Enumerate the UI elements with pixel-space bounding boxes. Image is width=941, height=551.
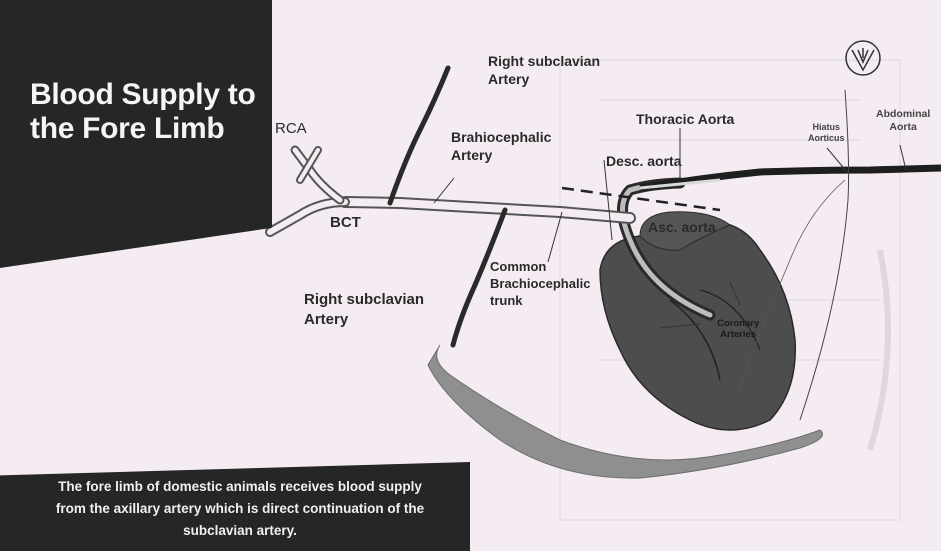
label-abdominal-line1: Abdominal xyxy=(876,108,930,121)
footer-line-2: from the axillary artery which is direct… xyxy=(10,498,470,520)
label-hiatus-aorticus: Hiatus Aorticus xyxy=(808,122,845,144)
label-common-line3: trunk xyxy=(490,292,590,309)
label-coronary-line2: Arteries xyxy=(717,329,759,340)
title-line-1: Blood Supply to xyxy=(30,78,255,112)
label-right-subclavian-bottom: Right subclavian Artery xyxy=(304,290,424,330)
label-coronary-line1: Coronary xyxy=(717,318,759,329)
title-line-2: the Fore Limb xyxy=(30,112,255,146)
footer-line-1: The fore limb of domestic animals receiv… xyxy=(10,476,470,498)
footer-line-3: subclavian artery. xyxy=(10,520,470,542)
label-common-line1: Common xyxy=(490,258,590,275)
label-right-subclavian-bottom-line2: Artery xyxy=(304,310,424,330)
label-right-subclavian-bottom-line1: Right subclavian xyxy=(304,290,424,310)
label-right-subclavian-top-line2: Artery xyxy=(488,70,600,88)
heart-shape xyxy=(600,222,795,430)
label-asc-aorta: Asc. aorta xyxy=(648,218,716,236)
right-subclavian-top-vessel xyxy=(390,68,448,203)
label-hiatus-line1: Hiatus xyxy=(808,122,845,133)
label-abdominal-aorta: Abdominal Aorta xyxy=(876,108,930,134)
label-right-subclavian-top: Right subclavian Artery xyxy=(488,52,600,88)
label-hiatus-line2: Aorticus xyxy=(808,133,845,144)
label-abdominal-line2: Aorta xyxy=(876,121,930,134)
logo-icon xyxy=(846,41,880,75)
label-thoracic-aorta: Thoracic Aorta xyxy=(636,110,734,128)
page-title: Blood Supply to the Fore Limb xyxy=(30,78,255,146)
label-brahiocephalic: Brahiocephalic Artery xyxy=(451,128,551,164)
label-brahiocephalic-line1: Brahiocephalic xyxy=(451,128,551,146)
thoracic-aorta xyxy=(640,168,941,188)
label-desc-aorta: Desc. aorta xyxy=(606,152,681,170)
label-coronary-arteries: Coronary Arteries xyxy=(717,318,759,340)
label-brahiocephalic-line2: Artery xyxy=(451,146,551,164)
label-rca: RCA xyxy=(275,120,307,138)
label-bct: BCT xyxy=(330,214,361,232)
label-common-brachiocephalic-trunk: Common Brachiocephalic trunk xyxy=(490,258,590,309)
label-right-subclavian-top-line1: Right subclavian xyxy=(488,52,600,70)
label-common-line2: Brachiocephalic xyxy=(490,275,590,292)
footer-caption: The fore limb of domestic animals receiv… xyxy=(10,476,470,542)
